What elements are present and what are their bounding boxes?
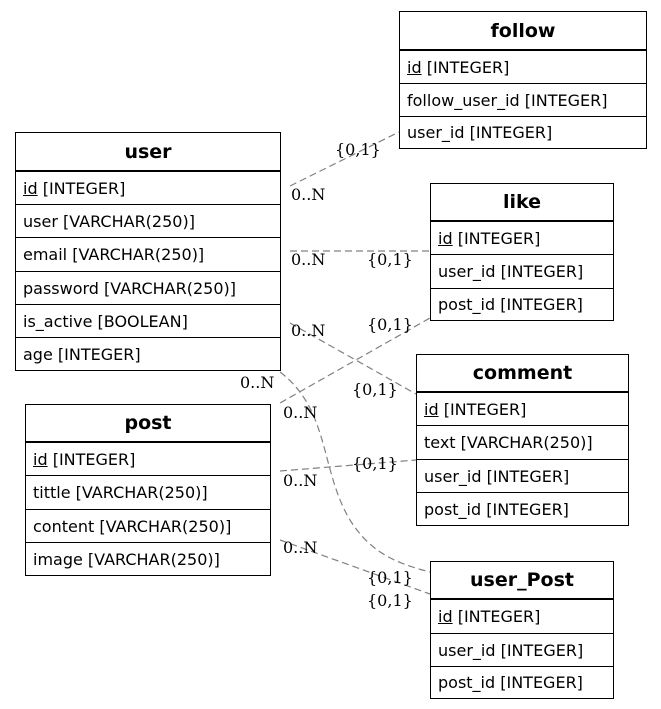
attribute-row: id [INTEGER] <box>431 599 613 633</box>
cardinality-user-follow-one: {0,1} <box>335 140 381 159</box>
attribute-row: user_id [INTEGER] <box>431 254 613 288</box>
entity-title: follow <box>400 12 646 50</box>
attribute-row: post_id [INTEGER] <box>417 492 628 525</box>
entity-title: post <box>26 405 270 442</box>
cardinality-post-userpost-many: 0..N <box>283 538 318 557</box>
primary-key: id <box>424 399 439 419</box>
link-post-comment <box>279 459 417 472</box>
attribute-row: user_id [INTEGER] <box>400 116 646 148</box>
entity-title: user_Post <box>431 562 613 599</box>
entity-post[interactable]: post id [INTEGER] tittle [VARCHAR(250)] … <box>25 404 271 576</box>
link-user-userpost <box>279 371 431 573</box>
entity-like[interactable]: like id [INTEGER] user_id [INTEGER] post… <box>430 183 614 321</box>
entity-follow[interactable]: follow id [INTEGER] follow_user_id [INTE… <box>399 11 647 149</box>
primary-key: id <box>438 228 453 248</box>
cardinality-user-comment-many: 0..N <box>291 321 326 340</box>
primary-key: id <box>23 178 38 198</box>
cardinality-user-userpost-one: {0,1} <box>367 591 413 610</box>
attribute-row: user_id [INTEGER] <box>431 633 613 666</box>
attribute-row: image [VARCHAR(250)] <box>26 542 270 575</box>
entity-user[interactable]: user id [INTEGER] user [VARCHAR(250)] em… <box>15 132 281 371</box>
attribute-row: id [INTEGER] <box>417 392 628 425</box>
cardinality-post-like-one: {0,1} <box>367 315 413 334</box>
entity-user-post[interactable]: user_Post id [INTEGER] user_id [INTEGER]… <box>430 561 614 699</box>
attribute-row: post_id [INTEGER] <box>431 288 613 320</box>
link-post-like <box>279 317 431 404</box>
cardinality-post-comment-many: 0..N <box>283 471 318 490</box>
attribute-type: [INTEGER] <box>452 607 541 626</box>
attribute-row: id [INTEGER] <box>16 171 280 204</box>
attribute-row: is_active [BOOLEAN] <box>16 304 280 337</box>
cardinality-post-userpost-one: {0,1} <box>367 568 413 587</box>
entity-title: user <box>16 133 280 171</box>
attribute-row: id [INTEGER] <box>400 50 646 83</box>
cardinality-user-comment-one: {0,1} <box>352 380 398 399</box>
attribute-row: post_id [INTEGER] <box>431 666 613 698</box>
attribute-row: follow_user_id [INTEGER] <box>400 83 646 116</box>
primary-key: id <box>438 607 453 626</box>
link-user-comment <box>289 322 417 395</box>
primary-key: id <box>33 449 48 469</box>
attribute-row: text [VARCHAR(250)] <box>417 425 628 459</box>
attribute-row: user_id [INTEGER] <box>417 459 628 492</box>
attribute-row: age [INTEGER] <box>16 337 280 370</box>
attribute-row: id [INTEGER] <box>26 442 270 475</box>
attribute-type: [INTEGER] <box>37 178 126 198</box>
cardinality-user-userpost-many: 0..N <box>283 403 318 422</box>
attribute-row: tittle [VARCHAR(250)] <box>26 475 270 509</box>
attribute-row: content [VARCHAR(250)] <box>26 509 270 542</box>
primary-key: id <box>407 57 422 77</box>
attribute-type: [INTEGER] <box>438 399 527 419</box>
attribute-row: id [INTEGER] <box>431 221 613 254</box>
cardinality-post-like-many: 0..N <box>240 373 275 392</box>
attribute-type: [INTEGER] <box>421 57 510 77</box>
attribute-row: user [VARCHAR(250)] <box>16 204 280 237</box>
cardinality-user-like-many: 0..N <box>291 250 326 269</box>
entity-comment[interactable]: comment id [INTEGER] text [VARCHAR(250)]… <box>416 354 629 526</box>
attribute-row: email [VARCHAR(250)] <box>16 237 280 271</box>
link-user-follow <box>289 131 400 187</box>
entity-title: like <box>431 184 613 221</box>
attribute-type: [INTEGER] <box>452 228 541 248</box>
cardinality-user-follow-many: 0..N <box>291 185 326 204</box>
entity-title: comment <box>417 355 628 392</box>
cardinality-post-comment-one: {0,1} <box>352 454 398 473</box>
link-post-userpost <box>279 539 431 595</box>
attribute-row: password [VARCHAR(250)] <box>16 271 280 304</box>
attribute-type: [INTEGER] <box>47 449 136 469</box>
cardinality-user-like-one: {0,1} <box>367 250 413 269</box>
